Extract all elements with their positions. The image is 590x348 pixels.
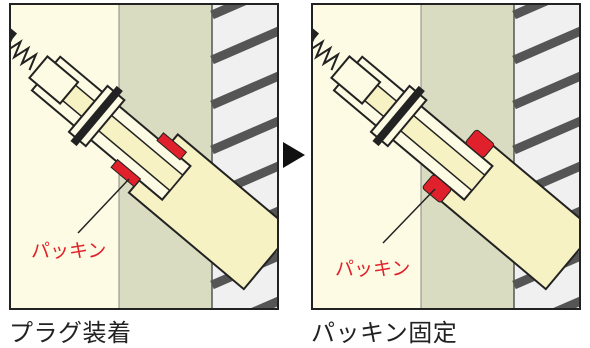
packing-callout-line [77, 178, 130, 234]
diagram-panel-packing-fixed: パッキン [311, 3, 581, 310]
spring-icon [313, 34, 341, 71]
plug-insert-illustration: パッキン [11, 5, 277, 308]
spring-icon [11, 34, 39, 71]
caption-plug-insert: プラグ装着 [9, 319, 132, 347]
packing-lower [110, 158, 142, 188]
right-triangle-icon [283, 142, 305, 168]
anchor-assembly [313, 27, 579, 291]
anchor-assembly [11, 27, 277, 291]
packing-upper [156, 132, 188, 161]
anchor-collar [372, 85, 425, 147]
diagram-panel-plug-insert: パッキン [9, 3, 279, 310]
concrete-hatch [210, 5, 277, 308]
packing-lower [422, 174, 452, 203]
caption-packing-fixed: パッキン固定 [311, 319, 458, 347]
packing-label: パッキン [31, 240, 106, 262]
wall-finish-layer [11, 5, 119, 308]
packing-label: パッキン [335, 258, 410, 280]
wall-finish-layer [313, 5, 421, 308]
anchor-collar [70, 85, 123, 147]
packing-upper [465, 129, 495, 158]
packing-callout-line [382, 188, 436, 244]
packing-fixed-illustration: パッキン [313, 5, 579, 308]
